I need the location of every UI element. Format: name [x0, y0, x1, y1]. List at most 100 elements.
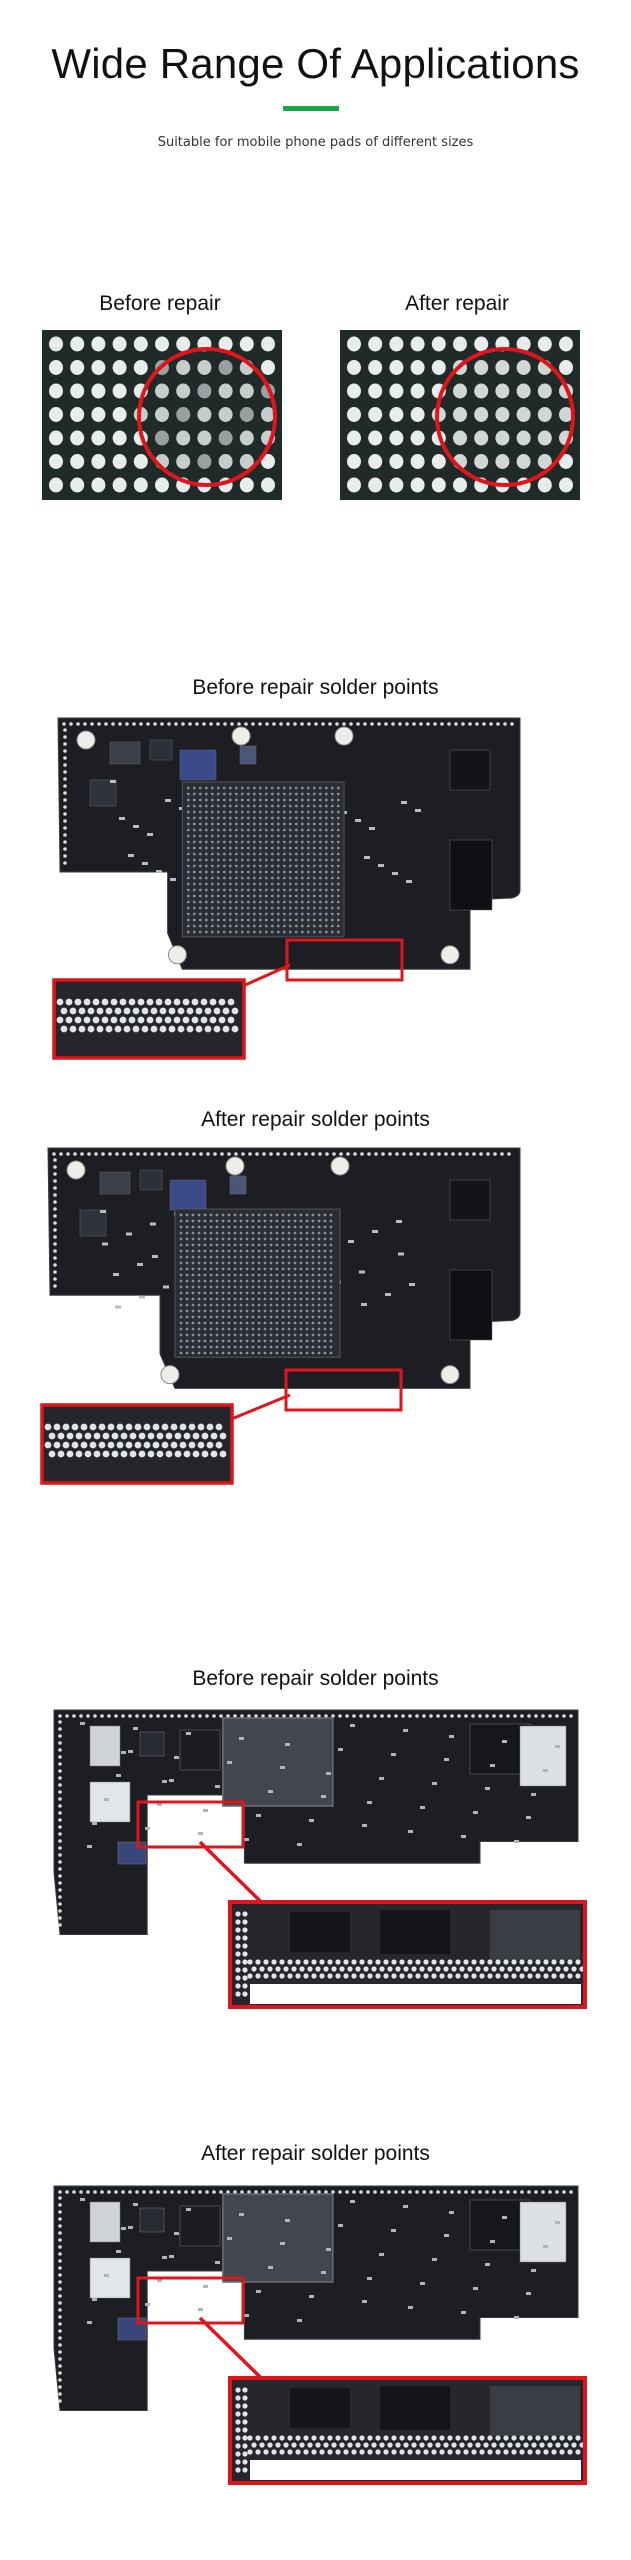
edge-pad — [73, 1152, 77, 1156]
edge-pad — [478, 2190, 482, 2194]
bga-ball — [204, 810, 208, 814]
bga-ball — [233, 1255, 237, 1259]
passive-component — [80, 1722, 85, 1725]
bga-ball — [216, 822, 220, 826]
bga-ball — [317, 1261, 321, 1265]
bga-ball — [179, 1225, 183, 1229]
bga-ball — [222, 930, 226, 934]
inset-ball — [159, 1025, 167, 1033]
bga-ball — [186, 906, 190, 910]
edge-pad — [53, 1158, 57, 1162]
inset-ball — [255, 2449, 261, 2455]
inset-ball — [491, 1966, 497, 1972]
inset-ball — [415, 2449, 421, 2455]
bga-ball — [210, 798, 214, 802]
bga-ball — [330, 906, 334, 910]
inset-ball — [120, 1432, 128, 1440]
edge-pad — [475, 722, 479, 726]
bga-ball — [240, 858, 244, 862]
after-repair-pad-photo — [340, 330, 580, 500]
edge-pad — [58, 1839, 62, 1843]
edge-pad — [394, 1714, 398, 1718]
edge-pad — [63, 833, 67, 837]
inset-ball — [487, 2449, 493, 2455]
bga-ball — [221, 1321, 225, 1325]
bga-ball — [240, 804, 244, 808]
bga-ball — [336, 876, 340, 880]
passive-component — [403, 1729, 408, 1732]
bga-ball — [300, 852, 304, 856]
inset-ball — [387, 1966, 393, 1972]
bga-ball — [258, 888, 262, 892]
inset-ball — [206, 1441, 214, 1449]
inset-ball — [235, 1991, 241, 1997]
edge-pad — [58, 1720, 62, 1724]
bga-ball — [204, 858, 208, 862]
inset-ball — [215, 1423, 223, 1431]
bga-ball — [209, 1243, 213, 1247]
inset-ball — [96, 1025, 104, 1033]
bga-ball — [203, 1213, 207, 1217]
edge-pad — [387, 1714, 391, 1718]
solder-pad — [474, 336, 489, 352]
inset-ball — [247, 2449, 253, 2455]
solder-pad — [91, 383, 106, 399]
edge-pad — [548, 2190, 552, 2194]
bga-ball — [179, 1267, 183, 1271]
edge-pad — [286, 722, 290, 726]
bga-ball — [317, 1267, 321, 1271]
bga-ball — [215, 1243, 219, 1247]
bga-ball — [288, 894, 292, 898]
bga-ball — [258, 852, 262, 856]
edge-pad — [479, 1152, 483, 1156]
passive-component — [145, 2303, 150, 2306]
bga-ball — [234, 882, 238, 886]
bga-ball — [233, 1321, 237, 1325]
bga-ball — [192, 846, 196, 850]
inset-ball — [146, 1016, 154, 1024]
bga-ball — [317, 1213, 321, 1217]
edge-pad — [143, 1152, 147, 1156]
edge-pad — [58, 1874, 62, 1878]
zoom-inset — [228, 1900, 587, 2009]
bga-ball — [215, 1285, 219, 1289]
passive-component — [555, 1745, 560, 1748]
inset-ball — [363, 1966, 369, 1972]
solder-pad — [495, 430, 510, 446]
bga-ball — [198, 924, 202, 928]
bga-ball — [191, 1213, 195, 1217]
bga-ball — [281, 1213, 285, 1217]
bga-ball — [209, 1309, 213, 1313]
bga-ball — [245, 1285, 249, 1289]
bga-ball — [221, 1255, 225, 1259]
bga-ball — [317, 1309, 321, 1313]
bga-ball — [281, 1273, 285, 1277]
bga-ball — [263, 1237, 267, 1241]
bga-ball — [300, 894, 304, 898]
edge-pad — [262, 1152, 266, 1156]
bga-ball — [228, 864, 232, 868]
bga-ball — [294, 816, 298, 820]
bga-ball — [210, 876, 214, 880]
inset-ball — [242, 2427, 248, 2433]
bga-ball — [204, 918, 208, 922]
bga-ball — [270, 900, 274, 904]
bga-ball — [198, 918, 202, 922]
bga-ball — [222, 792, 226, 796]
bga-ball — [306, 876, 310, 880]
passive-component — [361, 1303, 367, 1306]
bga-ball — [197, 1285, 201, 1289]
edge-pad — [58, 1825, 62, 1829]
inset-ball — [495, 1973, 501, 1979]
edge-pad — [188, 722, 192, 726]
bga-ball — [233, 1339, 237, 1343]
bga-ball — [324, 810, 328, 814]
bga-ball — [228, 900, 232, 904]
solder-pad — [389, 454, 404, 469]
inset-ball — [475, 2442, 481, 2448]
edge-pad — [216, 722, 220, 726]
edge-pad — [100, 1714, 104, 1718]
bga-ball — [275, 1351, 279, 1355]
bga-ball — [276, 792, 280, 796]
bga-ball — [246, 840, 250, 844]
